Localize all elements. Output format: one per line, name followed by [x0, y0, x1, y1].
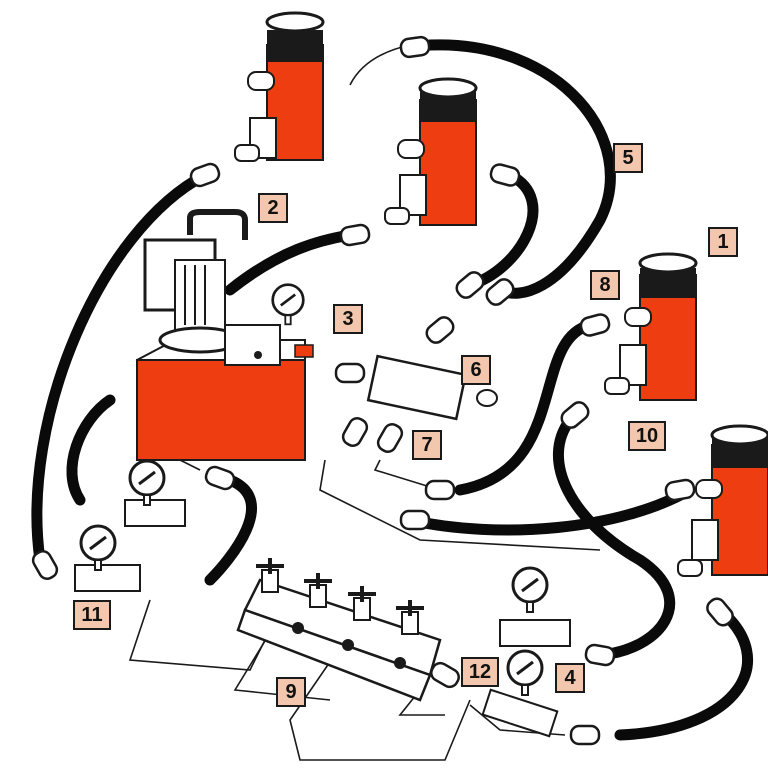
- hose-cylinder-1-to-gauge-4: [552, 414, 676, 661]
- hydraulic-cylinder: [234, 11, 325, 162]
- hose-pump-to-cylinder-b: [224, 229, 356, 296]
- hydraulic-hoses: [31, 39, 753, 741]
- hose-cylinder-b-to-manifold: [464, 169, 539, 291]
- callout-label-6: 6: [461, 355, 491, 385]
- callout-label-4: 4: [555, 663, 585, 693]
- hose-pump-to-valve-manifold: [204, 474, 258, 586]
- callout-label-10: 10: [628, 421, 666, 451]
- hydraulic-cylinder: [384, 77, 478, 226]
- callout-label-8: 8: [590, 270, 620, 300]
- hose-left-gauge-loop: [66, 394, 116, 506]
- hose-manifold-to-cylinder-d: [404, 484, 696, 536]
- hose-cylinder-d-to-bottom: [614, 604, 753, 741]
- callout-label-2: 2: [258, 193, 288, 223]
- pressure-gauge-assembly: [74, 524, 141, 592]
- callout-label-11: 11: [73, 600, 111, 630]
- hose-cylinder-1-return: [454, 319, 596, 496]
- callout-label-12: 12: [461, 657, 499, 687]
- callout-label-1: 1: [708, 227, 738, 257]
- callout-label-3: 3: [333, 304, 363, 334]
- pressure-gauge-assembly: [124, 459, 186, 527]
- callout-label-7: 7: [412, 430, 442, 460]
- pressure-gauge-assembly: [499, 566, 571, 647]
- electric-pump-unit: [136, 209, 314, 461]
- split-flow-manifold: [366, 354, 498, 421]
- callout-label-9: 9: [276, 677, 306, 707]
- callout-label-5: 5: [613, 143, 643, 173]
- hydraulic-cylinder: [677, 424, 768, 577]
- hose-cylinder-a-to-pump: [31, 169, 211, 566]
- hydraulic-cylinder: [604, 252, 698, 401]
- valve-manifold: [236, 558, 442, 702]
- hose-loop-5: [424, 39, 616, 299]
- pressure-gauge-assembly: [481, 649, 559, 738]
